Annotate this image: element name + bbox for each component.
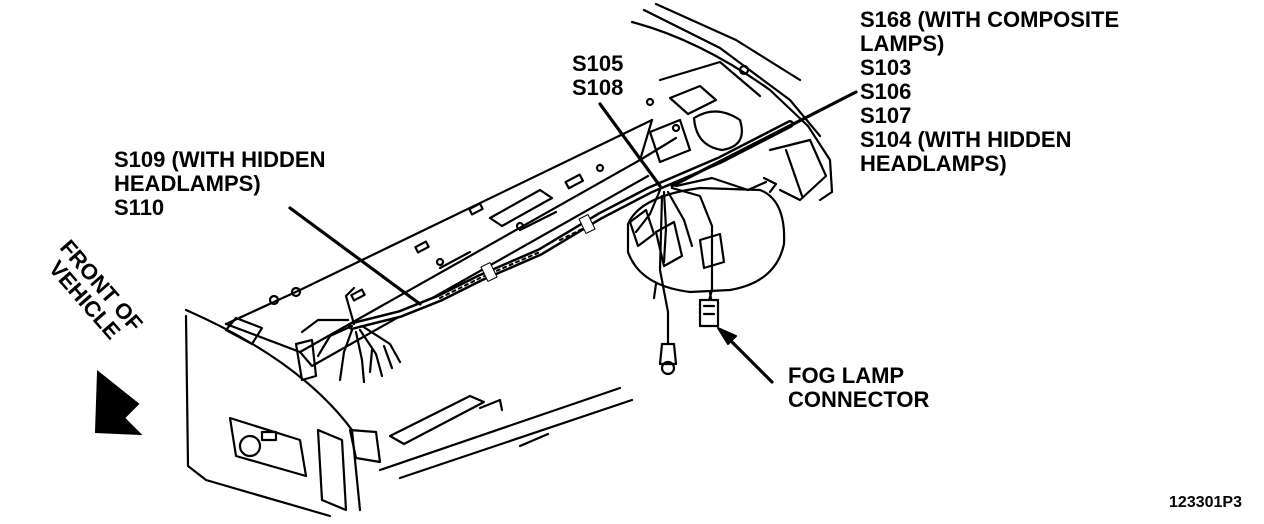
label-s104-line1: S104 (WITH HIDDEN (860, 127, 1072, 152)
main-harness (348, 120, 794, 330)
label-s106: S106 (860, 79, 912, 104)
figure-code: 123301P3 (1169, 494, 1242, 511)
washer-reservoir (626, 186, 786, 308)
label-s105-group: S105 S108 (572, 52, 623, 100)
label-s168-group: S168 (WITH COMPOSITE LAMPS) S103 S106 S1… (860, 8, 1119, 176)
left-fender (184, 308, 634, 518)
label-s109-line2: HEADLAMPS) (114, 171, 261, 196)
label-s110: S110 (114, 195, 165, 220)
label-s105: S105 (572, 51, 624, 76)
label-s109-line1: S109 (WITH HIDDEN (114, 147, 326, 172)
label-fog-lamp-line1: FOG LAMP (788, 363, 905, 388)
left-breakout-wires (294, 286, 402, 384)
front-arrow-icon (94, 369, 143, 436)
hood-and-cowl (630, 2, 834, 202)
label-s109-group: S109 (WITH HIDDEN HEADLAMPS) S110 (114, 148, 325, 220)
label-fog-lamp-line2: CONNECTOR (788, 387, 930, 412)
label-s103: S103 (860, 55, 912, 80)
label-s107: S107 (860, 103, 912, 128)
label-s168-line1: S168 (WITH COMPOSITE (860, 7, 1120, 32)
label-fog-lamp-connector: FOG LAMP CONNECTOR (788, 364, 929, 412)
right-breakout-wires (628, 176, 778, 376)
fog-lamp-leader-arrowhead (717, 327, 737, 345)
label-s168-line2: LAMPS) (860, 31, 945, 56)
label-s108: S108 (572, 75, 624, 100)
leader-lines (288, 90, 858, 384)
label-s104-line2: HEADLAMPS) (860, 151, 1007, 176)
